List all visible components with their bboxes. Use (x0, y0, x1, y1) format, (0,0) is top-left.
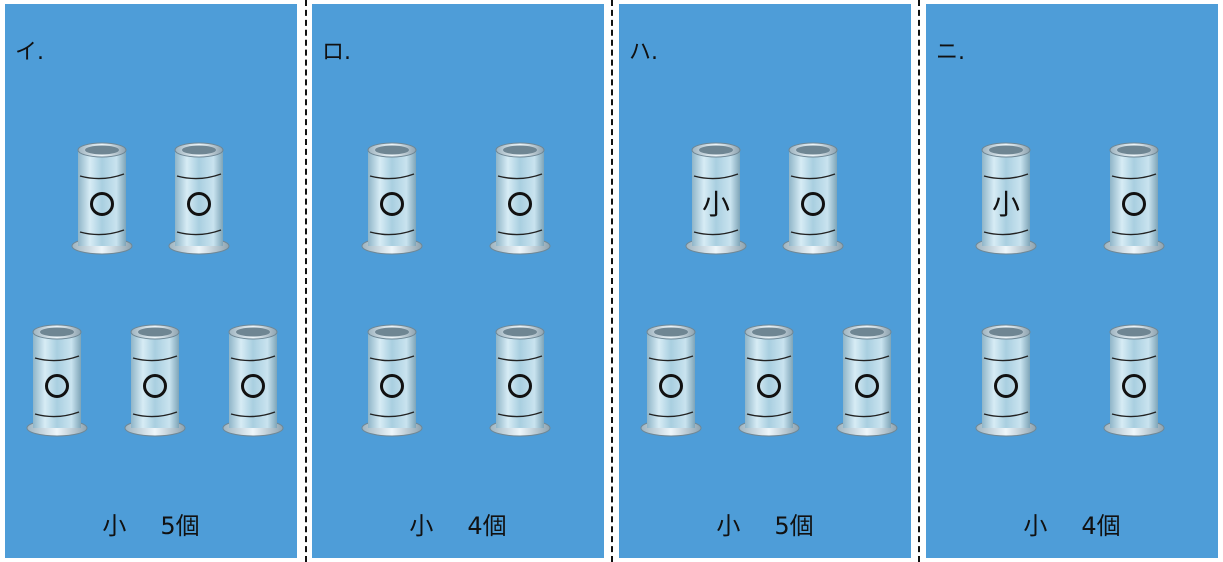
circle-crimp-mark-icon (380, 192, 404, 216)
circle-crimp-mark-icon (508, 192, 532, 216)
panel-label: イ. (15, 40, 44, 65)
panel-label: ニ. (936, 40, 965, 65)
panel-divider (611, 0, 613, 562)
caption-count: 5個 (774, 512, 814, 540)
ring-sleeve-connector-icon (836, 322, 898, 440)
panel-divider (918, 0, 920, 562)
ring-sleeve-connector-icon (168, 140, 230, 258)
answer-panel-2[interactable]: ロ. (312, 4, 604, 558)
caption-size: 小 (1023, 512, 1048, 540)
circle-crimp-mark-icon (90, 192, 114, 216)
ring-sleeve-connector-icon (1103, 322, 1165, 440)
crimp-mark-text: 小 (991, 188, 1020, 221)
caption-count: 5個 (160, 512, 200, 540)
ring-sleeve-connector-icon (222, 322, 284, 440)
circle-crimp-mark-icon (508, 374, 532, 398)
ring-sleeve-connector-icon (1103, 140, 1165, 258)
ring-sleeve-connector-icon (361, 140, 423, 258)
circle-crimp-mark-icon (855, 374, 879, 398)
ring-sleeve-connector-icon: 小 (685, 140, 747, 258)
circle-crimp-mark-icon (143, 374, 167, 398)
ring-sleeve-connector-icon (71, 140, 133, 258)
ring-sleeve-connector-icon (738, 322, 800, 440)
caption-size: 小 (102, 512, 127, 540)
circle-crimp-mark-icon (187, 192, 211, 216)
ring-sleeve-connector-icon (975, 322, 1037, 440)
answer-panel-1[interactable]: イ. (5, 4, 297, 558)
panel-divider (305, 0, 307, 562)
ring-sleeve-connector-icon (782, 140, 844, 258)
ring-sleeve-connector-icon (361, 322, 423, 440)
circle-crimp-mark-icon (1122, 374, 1146, 398)
panel-caption: 小 5個 (619, 506, 911, 541)
caption-count: 4個 (467, 512, 507, 540)
answer-panel-4[interactable]: ニ. 小 (926, 4, 1218, 558)
caption-size: 小 (409, 512, 434, 540)
circle-crimp-mark-icon (659, 374, 683, 398)
panel-caption: 小 4個 (312, 506, 604, 541)
panel-label: ハ. (629, 40, 658, 65)
caption-count: 4個 (1081, 512, 1121, 540)
ring-sleeve-connector-icon (124, 322, 186, 440)
ring-sleeve-connector-icon (26, 322, 88, 440)
answer-panel-3[interactable]: ハ. 小 (619, 4, 911, 558)
circle-crimp-mark-icon (241, 374, 265, 398)
circle-crimp-mark-icon (801, 192, 825, 216)
panel-label: ロ. (322, 40, 351, 65)
crimp-mark-text: 小 (701, 188, 730, 221)
ring-sleeve-connector-icon (489, 322, 551, 440)
circle-crimp-mark-icon (1122, 192, 1146, 216)
panel-caption: 小 5個 (5, 506, 297, 541)
circle-crimp-mark-icon (757, 374, 781, 398)
ring-sleeve-connector-icon: 小 (975, 140, 1037, 258)
ring-sleeve-connector-icon (489, 140, 551, 258)
panel-caption: 小 4個 (926, 506, 1218, 541)
caption-size: 小 (716, 512, 741, 540)
circle-crimp-mark-icon (994, 374, 1018, 398)
circle-crimp-mark-icon (380, 374, 404, 398)
circle-crimp-mark-icon (45, 374, 69, 398)
ring-sleeve-connector-icon (640, 322, 702, 440)
